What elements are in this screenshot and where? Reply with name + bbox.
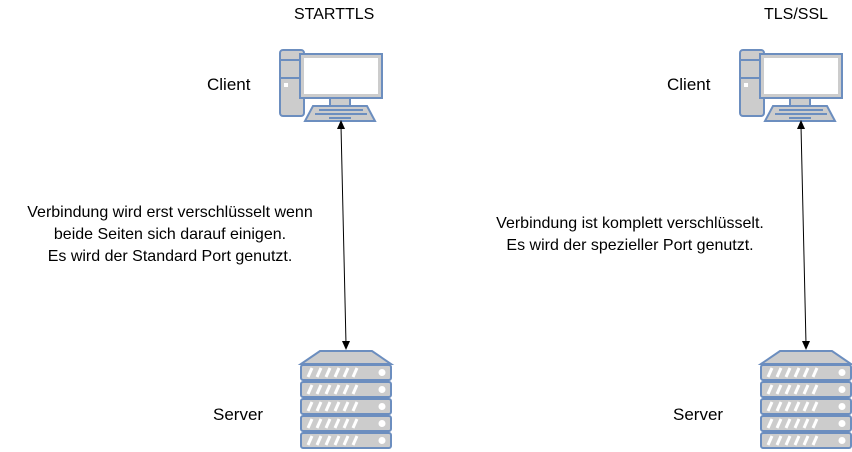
right-server-icon	[757, 350, 852, 449]
left-server-icon	[297, 350, 395, 449]
starttls-title: STARTTLS	[294, 6, 375, 23]
right-client-computer-icon	[739, 49, 843, 122]
left-client-label: Client	[207, 75, 251, 94]
tls-ssl-description-line-2: Es wird der spezieller Port genutzt.	[506, 237, 754, 254]
tls-ssl-description-line-1: Verbindung ist komplett verschlüsselt.	[496, 215, 764, 232]
tls-ssl-title: TLS/SSL	[764, 6, 829, 23]
right-server-label: Server	[673, 405, 724, 424]
starttls-description: Verbindung wird erst verschlüsselt wenn …	[0, 202, 340, 268]
left-client-computer-icon	[279, 49, 383, 122]
left-server-label: Server	[213, 405, 264, 424]
starttls-description-line-2: beide Seiten sich darauf einigen.	[53, 226, 287, 243]
tls-ssl-description: Verbindung ist komplett verschlüsselt. E…	[470, 213, 790, 257]
starttls-description-line-3: Es wird der Standard Port genutzt.	[47, 248, 293, 265]
starttls-description-line-1: Verbindung wird erst verschlüsselt wenn	[27, 204, 313, 221]
right-client-label: Client	[667, 75, 711, 94]
